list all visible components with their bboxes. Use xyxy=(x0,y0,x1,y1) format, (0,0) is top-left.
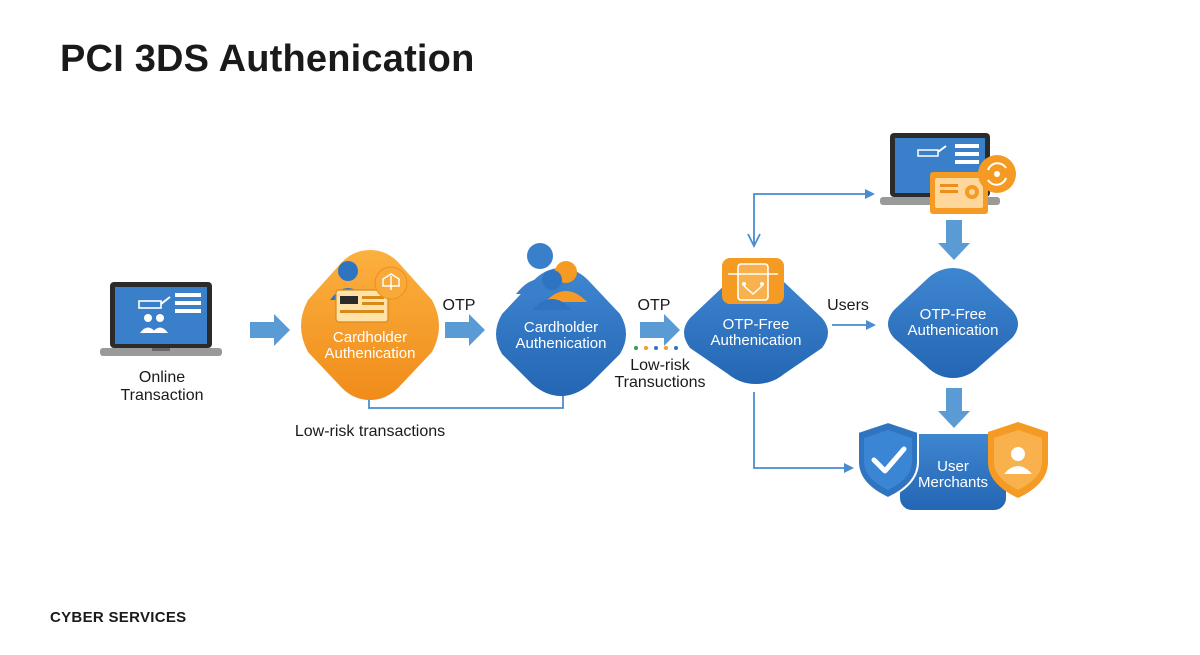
edge-label-otp-1: OTP xyxy=(443,297,476,314)
low-risk-bracket-line xyxy=(368,394,564,409)
shield-lock-icon xyxy=(374,266,408,300)
cardholder-auth-2-label-1: Cardholder xyxy=(524,319,598,336)
edge-label-otp-2: OTP xyxy=(638,297,671,314)
otp-free-1-label-1: OTP-Free xyxy=(723,316,790,333)
otp-free-2-label-2: Authenication xyxy=(908,322,999,339)
user-merchants-label-2: Merchants xyxy=(918,474,988,491)
connector-to-laptop xyxy=(753,189,875,246)
otp-free-1-label-2: Authenication xyxy=(711,332,802,349)
card-icon xyxy=(335,289,389,323)
otp-free-2-label-1: OTP-Free xyxy=(920,306,987,323)
laptop-card-icon xyxy=(880,133,1016,214)
page-title: PCI 3DS Authenication xyxy=(60,38,475,80)
edge-label-low-risk-1: Low-risk xyxy=(630,357,691,374)
arrow-2 xyxy=(445,314,485,346)
cardholder-auth-1-label-1: Cardholder xyxy=(333,329,407,346)
edge-label-users: Users xyxy=(827,297,869,314)
cardholder-auth-node-blue xyxy=(496,268,626,396)
connector-to-shield xyxy=(753,392,854,473)
footer-brand: CYBER SERVICES xyxy=(50,609,187,626)
shield-user-icon xyxy=(988,422,1048,498)
edge-label-low-risk-2: Transuctions xyxy=(615,374,706,391)
user-merchants-label-1: User xyxy=(937,458,969,475)
connector-up-arrowhead xyxy=(747,233,761,249)
shield-check-icon xyxy=(857,420,919,500)
otp-free-node-1 xyxy=(684,270,828,384)
users-group-icon xyxy=(516,243,587,310)
cardholder-auth-2-label-2: Authenication xyxy=(516,335,607,352)
low-risk-dots xyxy=(634,346,678,350)
low-risk-transactions-label: Low-risk transactions xyxy=(295,423,445,440)
online-transaction-label-1: Online xyxy=(139,369,185,386)
arrow-1 xyxy=(250,314,290,346)
cardholder-auth-node-orange xyxy=(301,250,439,400)
cardholder-auth-1-label-2: Authenication xyxy=(325,345,416,362)
online-transaction-label-2: Transaction xyxy=(121,387,204,404)
arrow-3 xyxy=(640,314,680,346)
arrow-down-2 xyxy=(938,388,970,428)
otp-free-node-2 xyxy=(888,268,1018,378)
laptop-icon xyxy=(100,282,222,356)
arrow-down-1 xyxy=(938,220,970,260)
user-merchants-node xyxy=(900,434,1006,510)
mobile-otp-icon xyxy=(722,258,784,304)
